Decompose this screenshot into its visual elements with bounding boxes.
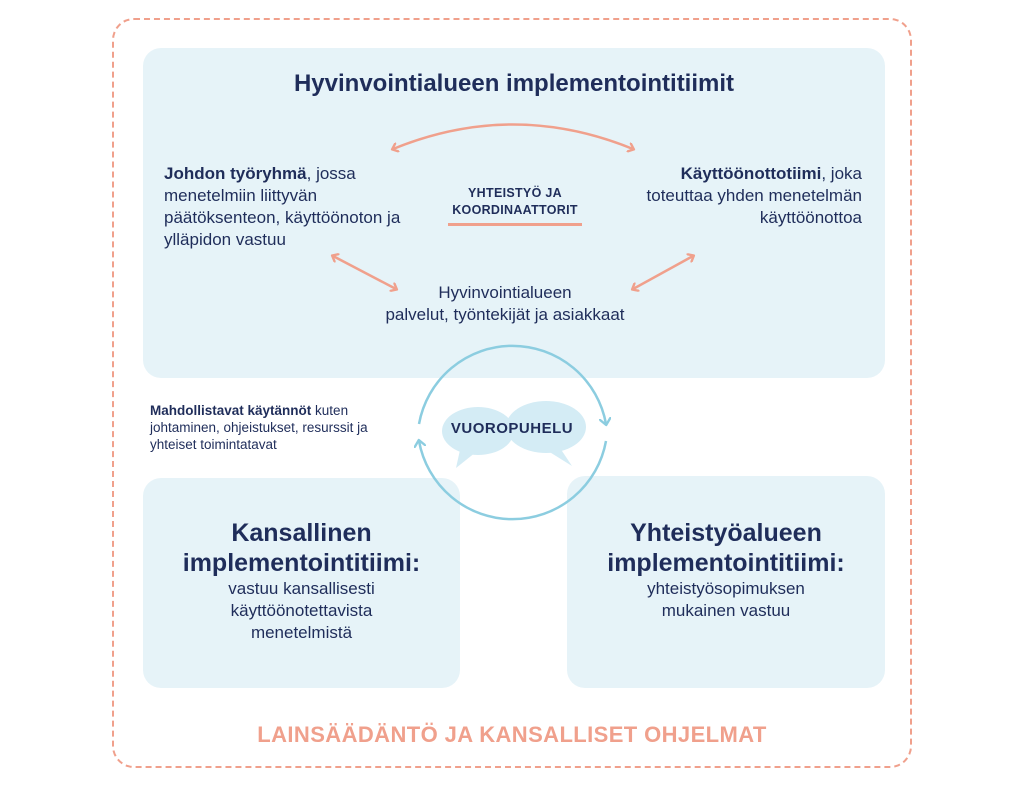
cooperation-underline [448, 223, 582, 226]
right-double-arrow [633, 256, 693, 289]
national-team-text-line1: vastuu kansallisesti [228, 579, 375, 598]
national-team-text-line3: menetelmistä [250, 623, 353, 642]
enabling-practices-text: Mahdollistavat käytännöt kuten johtamine… [150, 402, 410, 453]
enabling-practices-title: Mahdollistavat käytännöt [150, 403, 312, 418]
speech-bubbles-icon [442, 401, 586, 468]
lead-group-text: Johdon työryhmä, jossa menetelmiin liitt… [164, 163, 404, 251]
implementation-team-text: Käyttöönottotiimi, joka toteuttaa yhden … [620, 163, 862, 229]
dialogue-label: VUOROPUHELU [450, 420, 574, 437]
lead-group-description: , jossa menetelmiin liittyvän päätöksent… [164, 164, 401, 249]
enabling-practices-description: kuten johtaminen, ohjeistukset, resurssi… [150, 403, 368, 452]
legislation-label: LAINSÄÄDÄNTÖ JA KANSALLISET OHJELMAT [257, 722, 767, 747]
regional-teams-title: Hyvinvointialueen implementointitiimit [293, 70, 735, 97]
national-team-text-line2: käyttöönotettavista [230, 601, 373, 620]
implementation-team-description: , joka toteuttaa yhden menetelmän käyttö… [646, 164, 862, 227]
cooperation-area-team-text: Yhteistyöalueen implementointitiimi: yht… [567, 518, 885, 622]
left-double-arrow [333, 256, 396, 289]
dialogue-cycle-icon [419, 344, 606, 521]
national-team-title-line2: implementointitiimi: [182, 549, 421, 577]
cooperation-area-text-line2: mukainen vastuu [661, 601, 791, 620]
cooperation-label: YHTEISTYÖ JA KOORDINAATTORIT [440, 185, 590, 219]
lead-group-name: Johdon työryhmä [164, 164, 307, 183]
national-team-panel [143, 478, 460, 688]
cooperation-area-text-line1: yhteistyösopimuksen [647, 579, 805, 598]
outer-dashed-frame [112, 18, 912, 768]
top-double-arrow [393, 123, 633, 150]
cooperation-label-line2: KOORDINAATTORIT [452, 203, 578, 217]
cooperation-area-title-line2: implementointitiimi: [607, 549, 845, 577]
cooperation-area-panel [567, 476, 885, 688]
cooperation-label-line1: YHTEISTYÖ JA [468, 186, 562, 200]
cooperation-area-title-line1: Yhteistyöalueen [630, 519, 822, 547]
implementation-team-name: Käyttöönottotiimi [680, 164, 822, 183]
national-team-title-line1: Kansallinen [231, 519, 372, 547]
regional-teams-panel [143, 48, 885, 378]
services-line1: Hyvinvointialueen [438, 283, 572, 302]
services-line2: palvelut, työntekijät ja asiakkaat [385, 305, 625, 324]
services-text: Hyvinvointialueen palvelut, työntekijät … [330, 282, 680, 326]
national-team-text: Kansallinen implementointitiimi: vastuu … [143, 518, 460, 644]
